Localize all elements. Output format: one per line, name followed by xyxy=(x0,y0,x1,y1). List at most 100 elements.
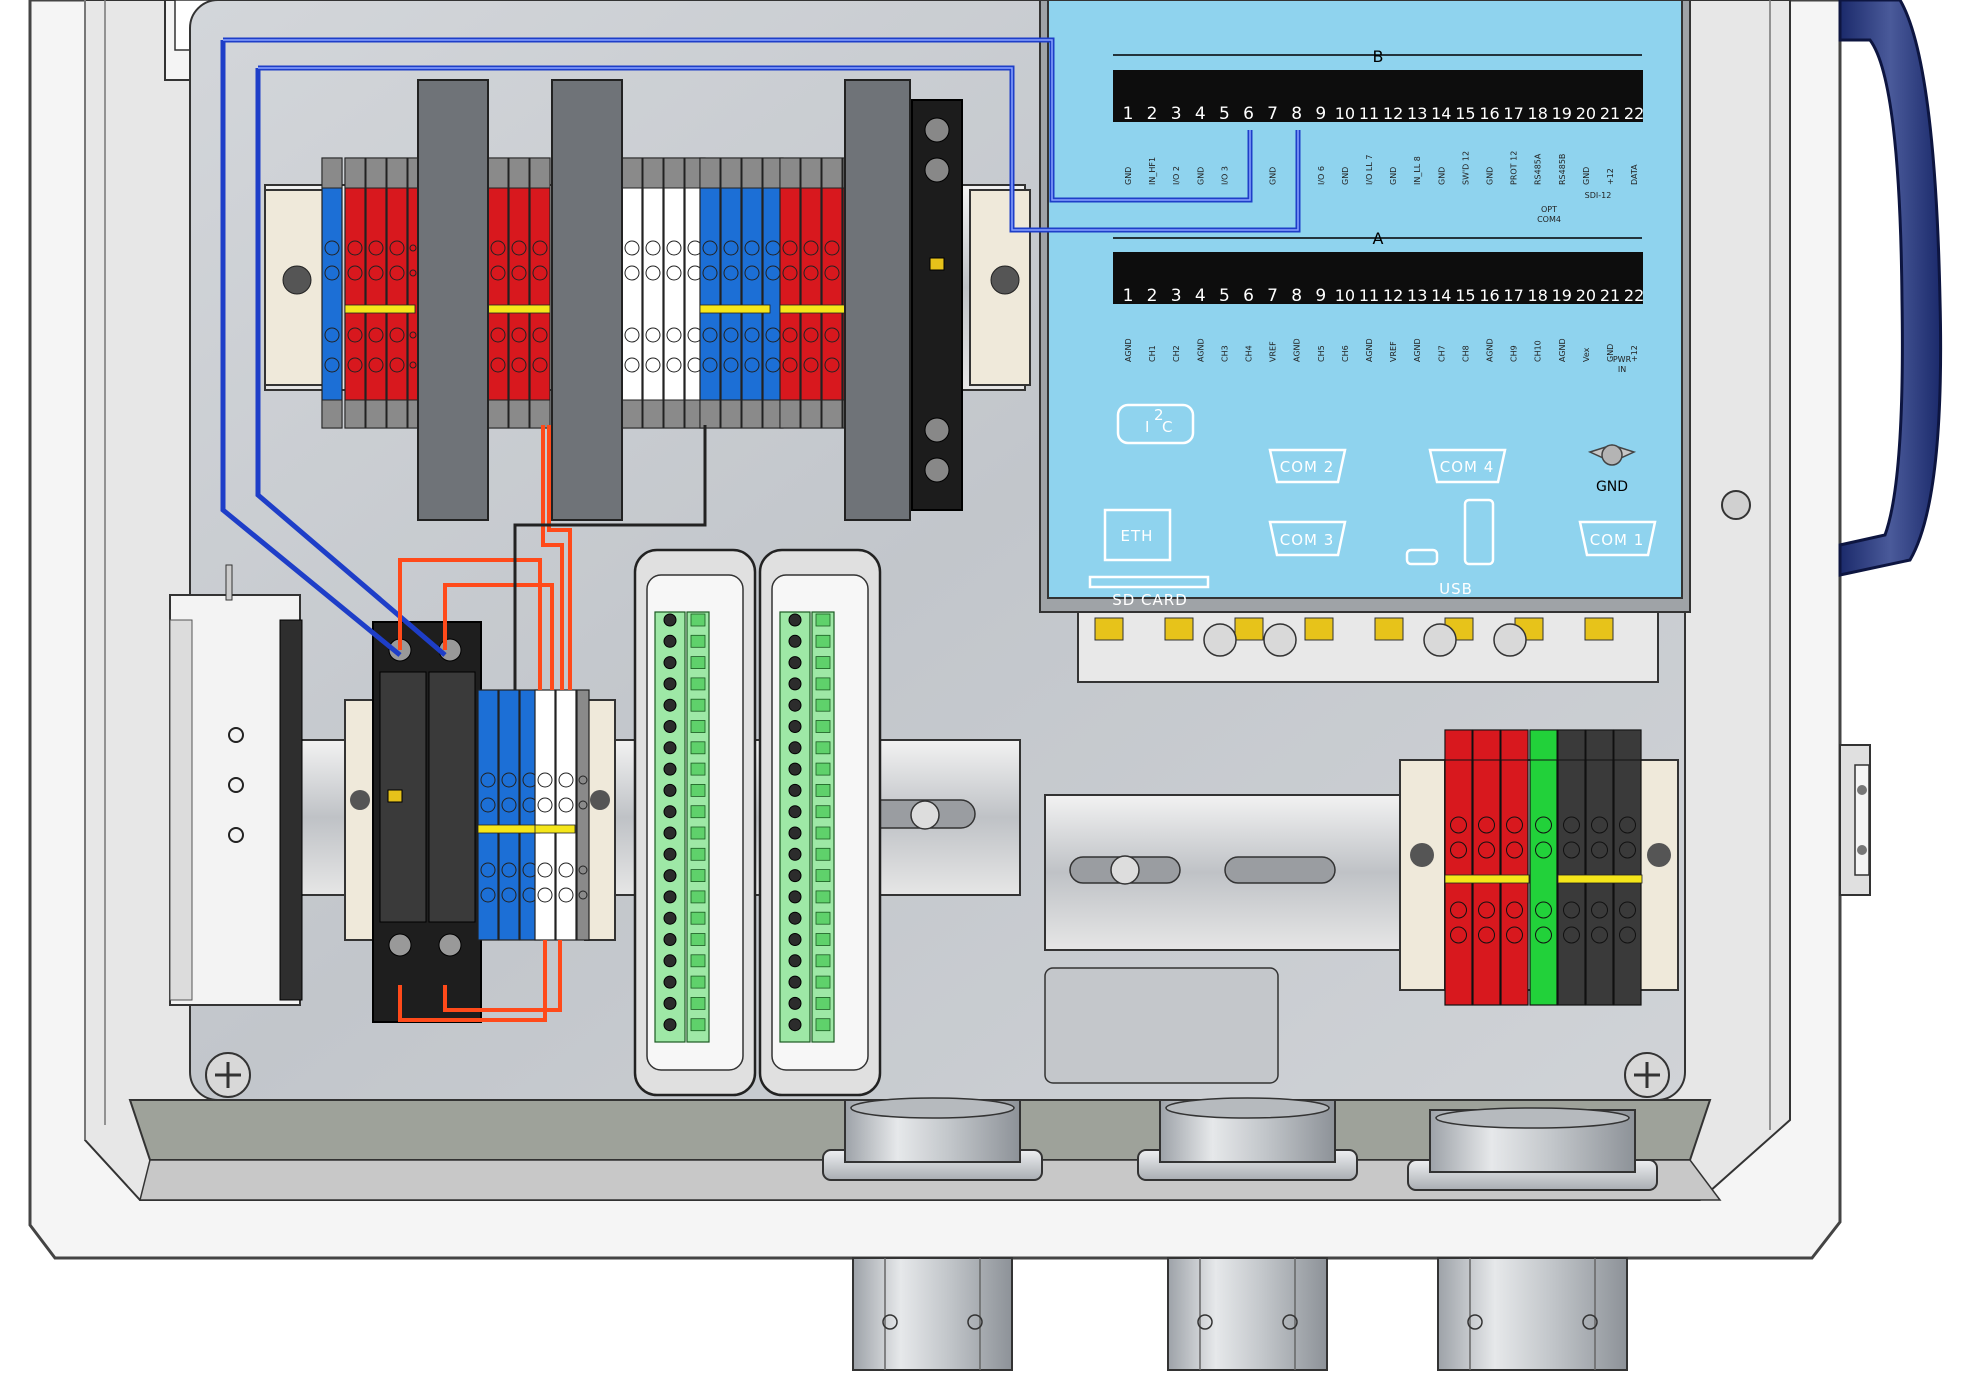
screw-icon xyxy=(1203,623,1237,657)
blank-label-plate xyxy=(1044,967,1279,1084)
terminal-pin-number: 10 xyxy=(1335,286,1355,305)
connector-nut xyxy=(1584,617,1614,641)
terminal-pin-number: 16 xyxy=(1479,104,1499,123)
terminal-pin-number: 9 xyxy=(1315,286,1326,306)
screw-icon xyxy=(1110,855,1140,885)
eth-label: ETH xyxy=(1121,527,1154,545)
pin-function-label: RS485B xyxy=(1558,154,1567,185)
terminal-pin-number: 11 xyxy=(1359,286,1379,305)
terminal-block xyxy=(1444,729,1473,1006)
screw-icon xyxy=(1493,623,1527,657)
gnd-label: GND xyxy=(1596,479,1628,495)
circuit-breaker xyxy=(372,621,482,1023)
terminal-block xyxy=(321,157,343,429)
terminal-pin-number: 1 xyxy=(1123,286,1134,306)
terminal-pin-number: 17 xyxy=(1503,104,1523,123)
pin-function-label: VREF xyxy=(1389,341,1398,362)
sdi12-label: SDI-12 xyxy=(1585,191,1612,200)
terminal-block xyxy=(407,157,419,429)
terminal-block xyxy=(821,157,843,429)
pin-function-label: +12 xyxy=(1630,345,1639,362)
screw-icon xyxy=(1263,623,1297,657)
terminal-bridge xyxy=(779,304,851,314)
pin-function-label: GND xyxy=(1437,167,1446,185)
pin-function-label: AGND xyxy=(1486,338,1495,362)
terminal-pin-number: 15 xyxy=(1455,286,1475,305)
upper-terminal-block-group xyxy=(264,79,1031,521)
com3-port xyxy=(1268,520,1347,557)
sd-card-slot xyxy=(1088,575,1210,589)
pin-function-label: IN_HF1 xyxy=(1148,157,1157,185)
usb-slot xyxy=(1463,498,1495,566)
pin-function-label: GND xyxy=(1196,167,1205,185)
terminal-bridge xyxy=(487,304,551,314)
terminal-pin-number: 11 xyxy=(1359,104,1379,123)
usb-port xyxy=(1405,548,1439,566)
pin-function-label: I/O LL 7 xyxy=(1365,155,1374,185)
sd-label: SD CARD xyxy=(1112,591,1188,609)
pin-function-label: DATA xyxy=(1630,164,1639,185)
terminal-pin-number: 13 xyxy=(1407,104,1427,123)
com1-label: COM 1 xyxy=(1590,531,1645,549)
surge-protector-module xyxy=(169,564,303,1006)
terminal-block xyxy=(508,157,530,429)
enclosure-latch xyxy=(1839,744,1871,896)
terminal-pin-number: 7 xyxy=(1267,104,1278,124)
terminal-pin-number: 2 xyxy=(1147,286,1158,306)
pin-function-label: AGND xyxy=(1124,338,1133,362)
pin-function-label: +12 xyxy=(1606,168,1615,185)
terminal-block xyxy=(344,157,366,429)
terminal-bridge xyxy=(1557,874,1643,884)
terminal-pin-number: 8 xyxy=(1291,104,1302,124)
screw-icon xyxy=(910,800,940,830)
pin-function-label: Vex xyxy=(1582,347,1591,362)
pin-function-label: CH2 xyxy=(1172,345,1181,362)
pin-function-label: CH10 xyxy=(1534,340,1543,362)
pin-function-label: SW'D 12 xyxy=(1461,151,1470,185)
io-expansion-panel xyxy=(633,548,757,1097)
com4-label: COM 4 xyxy=(1440,458,1495,476)
terminal-block xyxy=(720,157,742,429)
com2-port xyxy=(1268,448,1347,484)
pin-function-label: AGND xyxy=(1196,338,1205,362)
terminal-pin-number: 6 xyxy=(1243,286,1254,306)
pin-function-label: CH9 xyxy=(1510,345,1519,362)
terminal-pin-number: 16 xyxy=(1479,286,1499,305)
pin-function-label: CH7 xyxy=(1437,345,1446,362)
i2c-sup: 2 xyxy=(1154,406,1165,424)
pin-function-label: VREF xyxy=(1269,341,1278,362)
terminal-block xyxy=(621,157,643,429)
pin-function-label: I/O 2 xyxy=(1172,166,1181,185)
com3-label: COM 3 xyxy=(1280,531,1335,549)
pin-function-label: GND xyxy=(1606,344,1615,362)
pin-function-label: GND xyxy=(1486,167,1495,185)
conduit-fitting xyxy=(1407,1107,1658,1371)
terminal-pin-number: 13 xyxy=(1407,286,1427,305)
i2c-label: I xyxy=(1145,418,1150,436)
terminal-pin-number: 20 xyxy=(1576,286,1596,305)
terminal-block xyxy=(779,157,801,429)
io-expansion-panel xyxy=(758,548,882,1097)
pin-function-label: GND xyxy=(1389,167,1398,185)
pin-function-label: CH1 xyxy=(1148,345,1157,362)
pin-function-label: I/O 3 xyxy=(1220,166,1229,185)
terminal-pin-number: 19 xyxy=(1552,286,1572,305)
terminal-block xyxy=(365,157,387,429)
terminal-strip-a xyxy=(1113,252,1643,304)
screw-icon xyxy=(1423,623,1457,657)
terminal-block xyxy=(663,157,685,429)
terminal-block xyxy=(1557,729,1586,1006)
carry-handle xyxy=(1838,0,1943,577)
terminal-block xyxy=(487,157,509,429)
terminal-bridge xyxy=(699,304,771,314)
terminal-block xyxy=(741,157,763,429)
i2c-c: C xyxy=(1162,418,1173,436)
terminal-pin-number: 5 xyxy=(1219,286,1230,306)
terminal-bridge xyxy=(1444,874,1530,884)
terminal-pin-number: 17 xyxy=(1503,286,1523,305)
din-clamp xyxy=(417,79,489,521)
terminal-pin-number: 8 xyxy=(1291,286,1302,306)
pin-function-label: GND xyxy=(1341,167,1350,185)
terminal-block xyxy=(498,689,520,941)
